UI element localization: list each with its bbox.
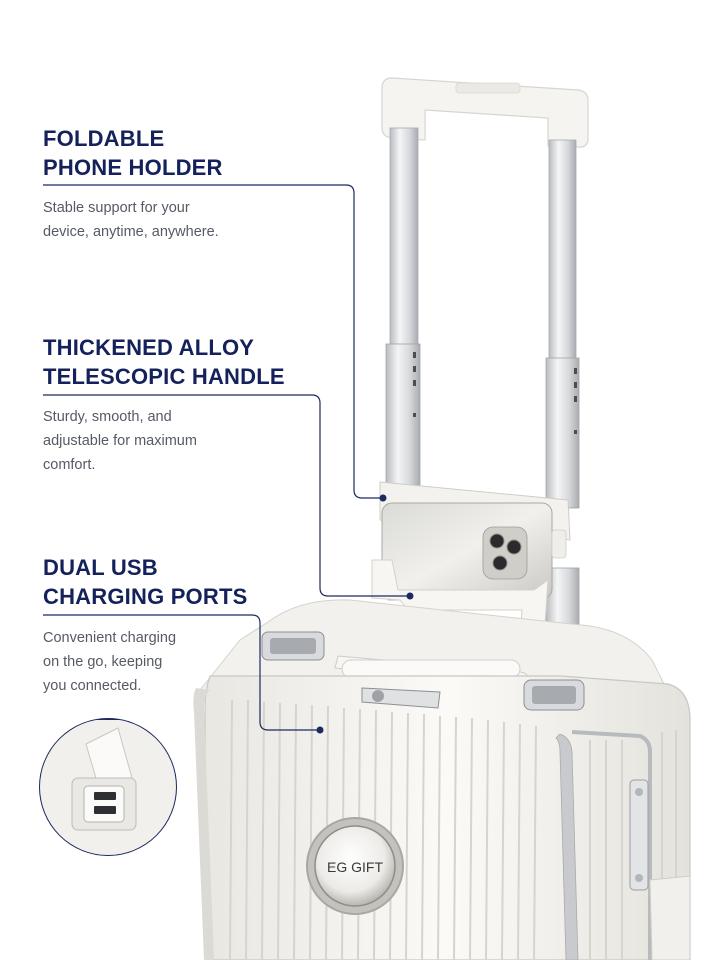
brand-badge-label: EG GIFT bbox=[327, 859, 383, 875]
side-latch bbox=[629, 779, 691, 960]
feature-description-phone-holder: Stable support for your device, anytime,… bbox=[43, 200, 219, 240]
callout-leader-lines bbox=[43, 184, 410, 731]
feature-title-telescopic-handle: THICKENED ALLOY TELESCOPIC HANDLE bbox=[43, 335, 285, 389]
feature-description-usb-ports: Convenient charging on the go, keeping y… bbox=[43, 630, 177, 694]
phone-holder bbox=[371, 481, 571, 641]
telescopic-handle bbox=[385, 127, 580, 639]
suitcase-top bbox=[198, 599, 673, 701]
usb-port-icon bbox=[94, 792, 116, 800]
combination-lock bbox=[261, 631, 585, 711]
feature-description-telescopic-handle: Sturdy, smooth, and adjustable for maxim… bbox=[43, 409, 197, 473]
feature-title-phone-holder: FOLDABLE PHONE HOLDER bbox=[43, 126, 223, 180]
handle-grip bbox=[381, 77, 589, 148]
feature-title-usb-ports: DUAL USB CHARGING PORTS bbox=[43, 555, 248, 609]
suitcase-body bbox=[193, 675, 691, 960]
brand-badge bbox=[306, 817, 404, 915]
usb-port-closeup bbox=[39, 718, 177, 856]
callout-dots bbox=[316, 494, 414, 734]
usb-port-icon bbox=[94, 806, 116, 814]
